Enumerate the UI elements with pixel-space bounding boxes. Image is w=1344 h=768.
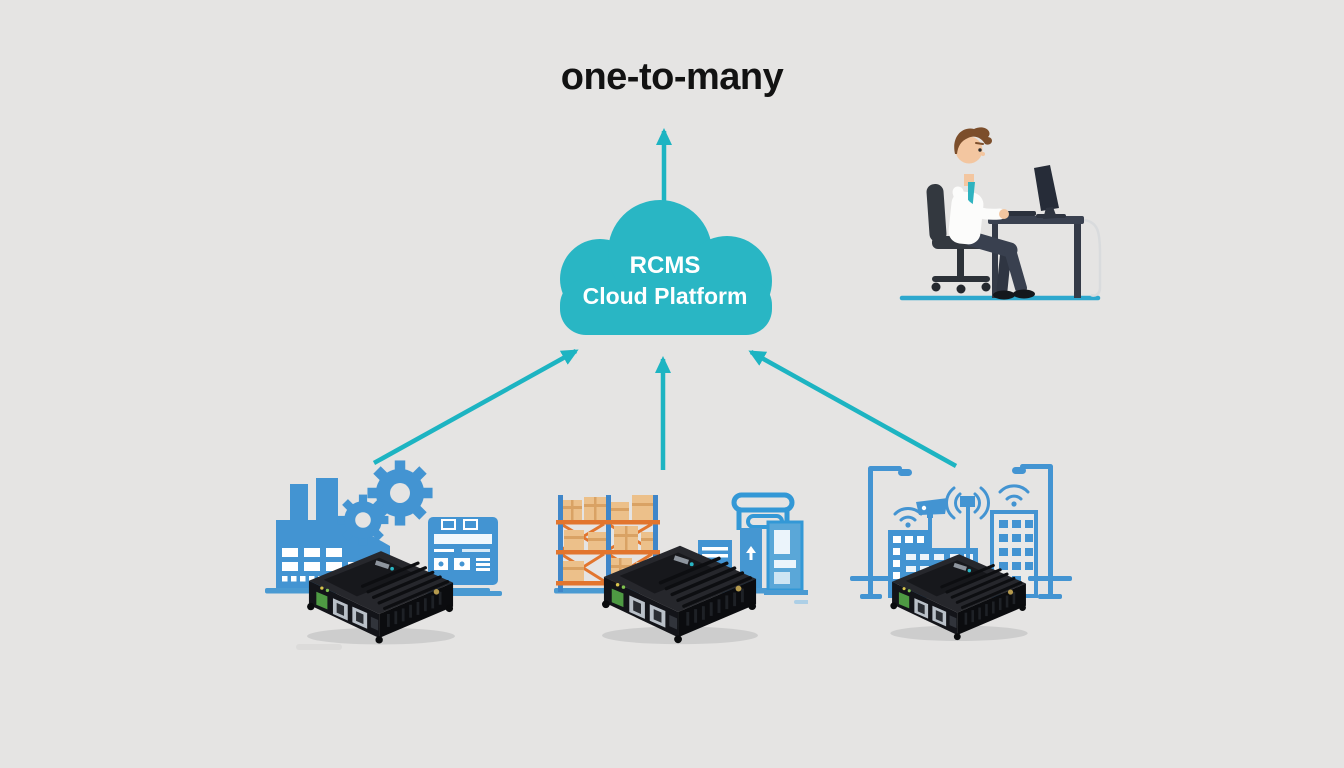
cloud-label-line2: Cloud Platform <box>582 282 748 309</box>
gear-icon-small <box>337 494 389 546</box>
arrow-city-to-cloud <box>748 350 958 468</box>
antenna-mast-icon <box>945 486 990 560</box>
wifi-icon-right <box>998 484 1030 507</box>
control-panel-icon <box>428 517 502 596</box>
gateway-router-icon-warehouse <box>600 543 760 646</box>
street-light-icon-left <box>850 466 912 599</box>
street-light-icon-right <box>1012 464 1072 599</box>
keyboard-icon <box>1000 211 1036 216</box>
arrow-factory-to-cloud <box>372 349 579 465</box>
cloud-icon <box>560 200 772 335</box>
monitor-icon <box>1034 165 1066 219</box>
person-at-computer-illustration <box>899 127 1102 301</box>
gateway-router-icon-factory <box>305 549 457 647</box>
faint-shadow <box>296 644 342 650</box>
cable <box>1083 218 1102 297</box>
cloud-platform: RCMS Cloud Platform <box>540 195 790 340</box>
cloud-label-line1: RCMS <box>629 252 701 279</box>
wifi-icon-left <box>893 507 923 528</box>
diagram-title: one-to-many <box>560 56 784 98</box>
gateway-router-icon-city <box>888 552 1030 643</box>
person-figure <box>948 127 1035 300</box>
cloud-label: RCMS Cloud Platform <box>540 251 790 311</box>
